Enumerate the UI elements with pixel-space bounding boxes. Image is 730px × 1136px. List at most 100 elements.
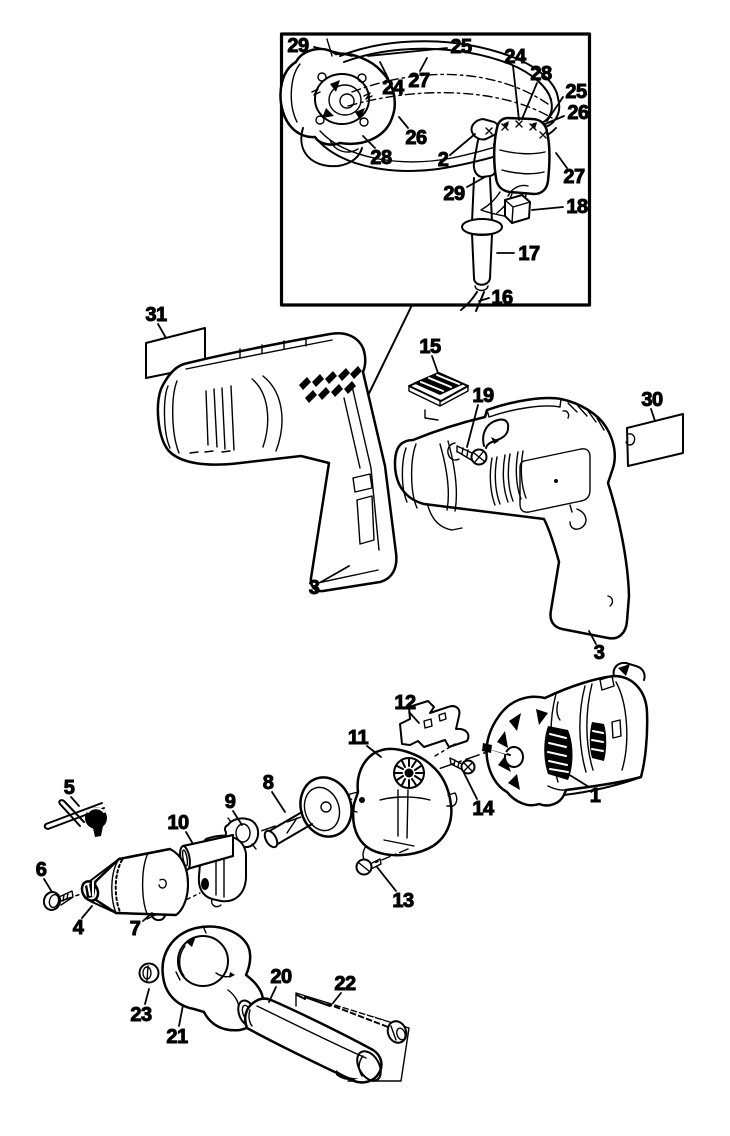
brush-tower <box>612 661 646 681</box>
part-label-31: 31 <box>145 304 167 326</box>
cord-clamp-detail <box>504 184 531 224</box>
part-label-25-upper: 25 <box>450 36 472 58</box>
leader-line-14 <box>463 772 478 800</box>
chuck-4 <box>80 847 189 917</box>
part-label-6: 6 <box>36 859 47 881</box>
part-label-19: 19 <box>472 385 494 407</box>
part-label-14: 14 <box>472 798 495 820</box>
leader-line-28-left <box>362 135 376 149</box>
part-label-17: 17 <box>518 243 540 265</box>
leader-line-27-right <box>555 152 568 169</box>
part-label-24-left: 24 <box>382 77 405 99</box>
part-label-20: 20 <box>270 966 292 988</box>
spindle-gear-8 <box>263 776 353 849</box>
leader-line-25-upper <box>367 47 448 57</box>
leader-line-26-left <box>398 116 409 129</box>
switch-body <box>492 116 551 196</box>
leader-line-3-right <box>588 630 597 645</box>
part-label-26-left: 26 <box>405 127 427 149</box>
left-housing-half <box>145 327 398 593</box>
part-label-23: 23 <box>130 1004 152 1026</box>
right-housing-half <box>393 372 684 640</box>
leader-line-23 <box>144 988 150 1005</box>
part-label-22: 22 <box>334 973 356 995</box>
part-label-13: 13 <box>392 890 414 912</box>
leader-line-26-right <box>544 115 565 125</box>
leader-line-16 <box>478 297 490 302</box>
part-label-21: 21 <box>166 1026 188 1048</box>
leader-line-28-upper-right <box>521 82 538 120</box>
left-housing-outline <box>156 332 398 593</box>
flange-nut-23 <box>138 962 160 984</box>
part-label-16: 16 <box>491 287 513 309</box>
leader-line-3-left <box>320 565 350 583</box>
leader-line-29-upper <box>313 46 353 57</box>
leader-line-24-upper-right <box>512 65 520 121</box>
housing-vent-slots <box>489 450 527 506</box>
inset-border <box>279 32 592 307</box>
brush-cap-15 <box>408 372 469 421</box>
part-label-29-upper: 29 <box>287 35 309 57</box>
screw-19 <box>456 445 488 466</box>
part-label-9: 9 <box>225 791 236 813</box>
leader-line-10 <box>185 831 194 845</box>
part-label-15: 15 <box>419 336 441 358</box>
leader-line-7 <box>142 912 153 922</box>
leader-line-21 <box>178 1004 184 1027</box>
part-label-5: 5 <box>64 777 75 799</box>
trigger <box>482 418 510 449</box>
part-label-12: 12 <box>394 692 416 714</box>
leader-line-13 <box>376 866 397 892</box>
leader-line-19 <box>466 404 479 448</box>
part-label-30: 30 <box>641 389 663 411</box>
mounting-bracket-12 <box>399 700 470 757</box>
leader-line-25-right <box>546 96 564 122</box>
screw-14 <box>449 757 476 775</box>
gear-housing-11 <box>346 747 458 865</box>
part-label-1: 1 <box>590 785 601 807</box>
leader-line-1 <box>567 773 590 788</box>
handle-backing-plate <box>295 992 410 1082</box>
part-label-18: 18 <box>566 196 588 218</box>
part-label-26-right: 26 <box>567 102 589 124</box>
leader-line-6 <box>43 878 53 893</box>
screw-hole-mark <box>447 442 460 461</box>
part-label-4: 4 <box>73 917 85 939</box>
part-label-27-upper: 27 <box>408 70 430 92</box>
leader-line-31 <box>157 323 167 339</box>
handle-bolt-22 <box>296 994 408 1044</box>
bearing-retainer-10 <box>179 834 247 908</box>
housing-grip-vents <box>299 366 362 403</box>
leader-line-11 <box>366 745 382 758</box>
part-label-27-right: 27 <box>563 166 585 188</box>
leader-line-9 <box>232 810 243 826</box>
handle-grip-20 <box>244 997 383 1084</box>
motor-shaft <box>482 743 524 768</box>
part-label-11: 11 <box>348 727 369 749</box>
part-label-8: 8 <box>263 772 274 794</box>
screw-13 <box>355 858 382 876</box>
housing-label-recess <box>519 448 591 513</box>
leader-line-4 <box>81 905 93 919</box>
leader-line-8 <box>271 791 286 813</box>
leader-line-30 <box>650 408 656 422</box>
part-label-3-right: 3 <box>594 642 605 664</box>
leader-line-29-lower <box>466 176 486 188</box>
screw-6 <box>42 890 74 911</box>
fan-spokes <box>497 709 548 790</box>
chuck-key-5 <box>43 799 107 837</box>
leader-line-5 <box>70 796 80 807</box>
part-label-25-right: 25 <box>565 81 587 103</box>
gear-housing-outline <box>351 747 453 857</box>
leader-line-27-upper <box>419 57 428 72</box>
leader-line-2 <box>449 133 476 156</box>
part-label-2: 2 <box>438 149 449 171</box>
part-label-10: 10 <box>167 812 189 834</box>
leader-line-22 <box>332 992 342 1004</box>
leader-line-18 <box>531 206 564 211</box>
power-cord-detail <box>460 291 485 312</box>
motor-assembly <box>482 661 649 807</box>
leader-line-24-left <box>379 61 389 79</box>
